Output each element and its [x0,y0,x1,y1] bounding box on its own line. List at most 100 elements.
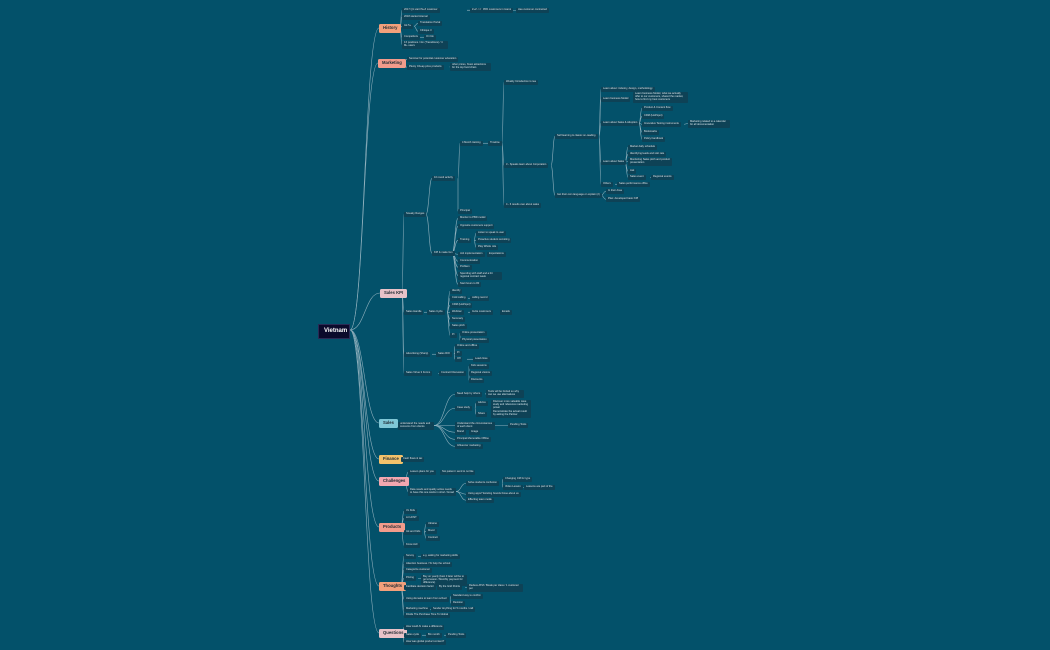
node-k2f[interactable]: Problem [458,265,472,270]
branch-products[interactable]: Products [379,523,406,532]
node-k3a4b[interactable]: Emails [500,310,512,315]
node-k4a3a[interactable]: Lead close [473,357,490,362]
node-m1[interactable]: Seminar for potential customer education [407,57,459,62]
branch-sales-kpi[interactable]: Sales KPI [380,289,408,298]
node-k2b[interactable]: Opposite customers support [458,224,495,229]
node-q2b[interactable]: Pending Tools [446,633,467,638]
node-k1b2a[interactable]: Learn business Model, what we actually o… [633,92,688,103]
node-p3b[interactable]: Mood [426,529,437,534]
node-h2[interactable]: 2018 started internal [402,15,430,20]
node-c2a1[interactable]: Changing CM for type [503,477,533,482]
branch-sales[interactable]: Sales [379,419,398,428]
node-k1c1[interactable]: In their Area [606,189,624,194]
node-k3a6[interactable]: Sales pitch [450,324,467,329]
node-f1[interactable]: Cash flows & tax [401,457,425,462]
node-k4a3[interactable]: Off [455,357,463,362]
node-k1b4e1[interactable]: Regional events [651,175,674,180]
node-k2h[interactable]: Start hours to 80 [458,282,482,287]
branch-questions[interactable]: Questions [379,629,408,638]
node-h4[interactable]: Competitors [402,35,420,40]
node-t4a[interactable]: Buy on yearly (best 3 later will be to g… [421,575,467,586]
node-s3[interactable]: Understand the circumstances of each cli… [455,422,495,430]
node-k2a[interactable]: Monitor to PBD model [458,216,488,221]
node-k2g[interactable]: Spending with staff and a bit regional c… [458,272,502,280]
node-k3a7b[interactable]: Physical presentation [460,338,489,343]
node-k1b4e[interactable]: Sales event [628,175,646,180]
node-k1b5[interactable]: Others [601,182,613,187]
node-c2c[interactable]: Effecting team mode [466,498,494,503]
node-c2[interactable]: Data needs and quality active needs to h… [408,488,456,496]
node-t5[interactable]: Facilitate decision factor [404,585,436,590]
node-k1c2[interactable]: Plan: developed basic KPI [606,197,641,202]
node-k3a4[interactable]: Webinar [450,310,464,315]
node-s6[interactable]: Influencer marketing [455,444,483,449]
node-k1b4c[interactable]: Monitoring Sales pitch and product prese… [628,158,672,166]
node-k2c3[interactable]: Play Whole role [476,245,499,250]
branch-history[interactable]: History [379,24,402,33]
node-k1b4[interactable]: Learn about Sales [601,160,627,165]
node-s4a[interactable]: Image [469,430,481,435]
node-s2[interactable]: Case study [455,406,472,411]
node-m2a[interactable]: other prices, finest attractions for the… [450,63,491,71]
node-t1[interactable]: Survey [404,554,417,559]
node-s2b1[interactable]: Demonstrate the actual result by asking … [491,410,531,418]
node-k5a2[interactable]: Regional visions [469,371,492,376]
node-k2d[interactable]: Job implementation [458,252,485,257]
node-t8[interactable]: Divide The Purchase Time To Global [404,613,451,618]
node-k1b4a[interactable]: Market daily schedule [628,145,658,150]
node-k1a[interactable]: 10 round activity [432,176,455,181]
node-k3a7[interactable]: Pr [450,333,457,338]
node-k1b[interactable]: Self learning & classic on-reading [555,134,598,139]
node-k4a2[interactable]: Pr [455,351,462,356]
node-k3a4a[interactable]: Invite customers [470,310,493,315]
node-k1a1a2[interactable]: 3 - Speaks learn about Corporation [504,163,549,168]
node-k3a[interactable]: Sales Cycle [427,310,445,315]
node-t4[interactable]: Pricing [404,576,416,581]
node-h5[interactable]: 1X positions / 4m (Transitions) / 4 M+ u… [402,41,448,49]
node-k2c2[interactable]: Proactive student recruiting [476,238,512,243]
node-k2c1[interactable]: Listen to speak to user [476,231,507,236]
node-c1[interactable]: Lesson plans for you [408,470,436,475]
node-c2a2a[interactable]: Lessons are part of the [524,485,555,490]
node-q2a[interactable]: Bin month [426,633,442,638]
node-c2a2[interactable]: Video Lesson [503,485,523,490]
node-k4a1[interactable]: Online and offline [455,344,480,349]
node-h3a[interactable]: Translation Portal [418,21,443,26]
node-c2a[interactable]: Solve students confusion [466,481,499,486]
node-t5a[interactable]: By the Grid Points [437,585,462,590]
node-h4a[interactable]: Ori Ink [424,35,436,40]
node-k1b3c[interactable]: Innovative Testing instruments [642,122,681,127]
node-p1[interactable]: Vn Kids [404,509,417,514]
node-k5[interactable]: Sales Virtue 3 Forms [404,371,433,376]
node-k1b3b[interactable]: CRM (HubSpot) [642,114,665,119]
node-s1a[interactable]: Tools will be limited so why can we use … [486,390,524,398]
node-k1d[interactable]: Principal [458,209,472,214]
node-p3c[interactable]: Contract [426,536,440,541]
node-s1[interactable]: Need help by others [455,392,483,397]
node-p3[interactable]: Ink and Kids [404,530,423,535]
node-k2c[interactable]: Training [458,238,472,243]
node-t2[interactable]: Attention business / To help the school [404,562,453,567]
node-s4[interactable]: Brand [455,430,466,435]
node-k1a1[interactable]: 4 Month training [460,141,483,146]
node-h3b[interactable]: Clinique 3 [418,29,434,34]
node-q2[interactable]: Sales cycle [404,633,422,638]
node-h3[interactable]: Ink 5+ [402,24,414,29]
node-s2a1[interactable]: Discover more valuable case study and re… [491,400,531,411]
node-k4[interactable]: Advertising (Sharp) [404,352,431,357]
branch-challenges[interactable]: Challenges [379,477,410,486]
node-c1a[interactable]: Not patient / send to no like [440,470,476,475]
node-k5a1[interactable]: Kick sessions [469,364,489,369]
node-k3a3[interactable]: CRM (HubSpot) [450,303,473,308]
node-s2b[interactable]: Share [476,412,487,417]
node-h1[interactable]: 2017 Q1 start IN+Z customer [402,8,440,13]
node-t6b[interactable]: Revision [451,601,465,606]
node-k1b3d[interactable]: Bookmarks [642,130,659,135]
node-k1b3a[interactable]: Product & Content flow [642,106,673,111]
node-k3a2a[interactable]: calling record [470,296,490,301]
node-k1b5a[interactable]: Sales performance office [617,182,650,187]
node-t5a1[interactable]: Reduce ATM / Break per class / 1 custome… [467,584,523,592]
node-k4a[interactable]: Sales ROI [436,352,452,357]
node-k1c[interactable]: Get their own language or explain (2) [555,193,602,198]
node-t3[interactable]: Categorize customer [404,568,432,573]
